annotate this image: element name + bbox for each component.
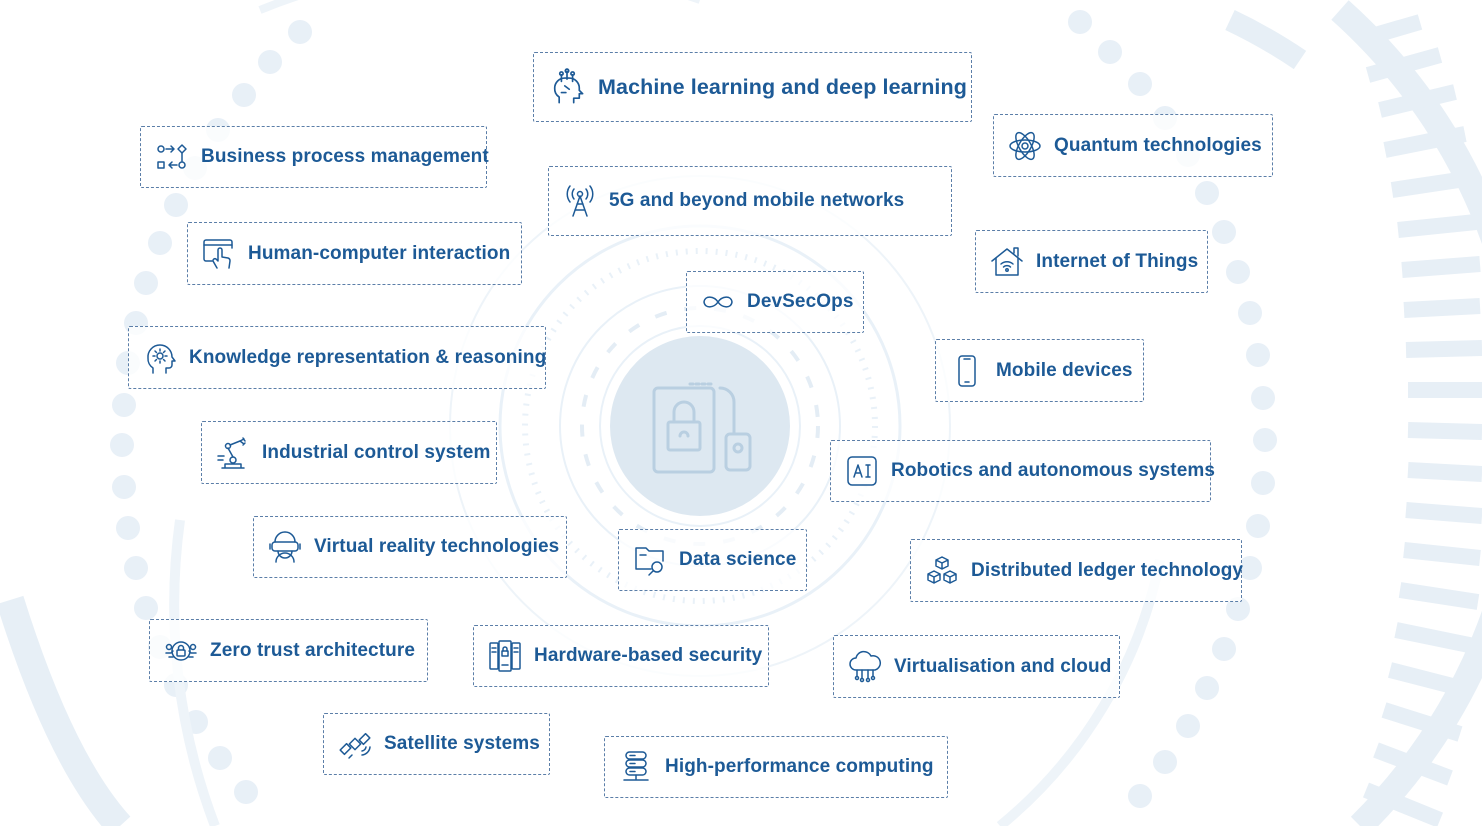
brain-circuit-icon <box>548 68 586 106</box>
topic-label: Quantum technologies <box>1054 134 1262 156</box>
topic-label: Business process management <box>201 146 489 167</box>
topic-virtualisation-cloud[interactable]: Virtualisation and cloud <box>833 635 1120 698</box>
topic-robotics[interactable]: Robotics and autonomous systems <box>830 440 1215 502</box>
topic-label: High-performance computing <box>665 756 934 777</box>
topic-industrial-control[interactable]: Industrial control system <box>201 421 497 484</box>
topic-satellite[interactable]: Satellite systems <box>323 713 550 775</box>
topic-label: Internet of Things <box>1036 250 1199 272</box>
topic-label: Virtualisation and cloud <box>894 655 1112 677</box>
vr-headset-icon <box>268 530 302 564</box>
topic-label: Virtual reality technologies <box>314 536 560 557</box>
topic-business-process[interactable]: Business process management <box>140 126 489 188</box>
topic-quantum[interactable]: Quantum technologies <box>993 114 1273 177</box>
antenna-tower-icon <box>563 184 597 218</box>
head-gear-icon <box>143 341 177 375</box>
ai-chip-icon <box>845 454 879 488</box>
atom-icon <box>1008 129 1042 163</box>
topic-label: Knowledge representation & reasoning <box>189 346 547 368</box>
topic-label: Human-computer interaction <box>248 242 511 264</box>
topic-label: Distributed ledger technology <box>971 559 1244 581</box>
satellite-icon <box>338 727 372 761</box>
topic-virtual-reality[interactable]: Virtual reality technologies <box>253 516 567 578</box>
topic-hci[interactable]: Human-computer interaction <box>187 222 522 285</box>
topic-label: Machine learning and deep learning <box>598 74 967 99</box>
topic-label: 5G and beyond mobile networks <box>609 190 905 211</box>
topic-zero-trust[interactable]: Zero trust architecture <box>149 619 428 682</box>
topic-distributed-ledger[interactable]: Distributed ledger technology <box>910 539 1244 602</box>
topic-label: Data science <box>679 549 797 570</box>
cloud-network-icon <box>848 650 882 684</box>
topic-high-performance-computing[interactable]: High-performance computing <box>604 736 948 798</box>
topic-knowledge-representation[interactable]: Knowledge representation & reasoning <box>128 326 546 389</box>
folder-magnifier-icon <box>633 543 667 577</box>
topic-label: Robotics and autonomous systems <box>891 460 1216 481</box>
smart-home-icon <box>990 245 1024 279</box>
topic-hardware-security[interactable]: Hardware-based security <box>473 625 769 687</box>
padlock-usb-key-icon <box>652 382 752 474</box>
topic-label: Satellite systems <box>384 733 540 754</box>
server-stack-icon <box>619 750 653 784</box>
hand-pointer-window-icon <box>202 237 236 271</box>
topic-label: Zero trust architecture <box>210 639 416 661</box>
topic-label: Industrial control system <box>262 441 491 463</box>
secure-server-icon <box>488 639 522 673</box>
topic-machine-learning[interactable]: Machine learning and deep learning <box>533 52 972 122</box>
topic-iot[interactable]: Internet of Things <box>975 230 1208 293</box>
lock-gears-icon <box>164 634 198 668</box>
topic-label: Hardware-based security <box>534 645 763 666</box>
topic-label: DevSecOps <box>747 291 854 312</box>
topic-5g[interactable]: 5G and beyond mobile networks <box>548 166 952 236</box>
blocks-icon <box>925 554 959 588</box>
infinity-loop-icon <box>701 285 735 319</box>
topic-data-science[interactable]: Data science <box>618 529 807 591</box>
topic-label: Mobile devices <box>996 359 1133 381</box>
topic-devsecops[interactable]: DevSecOps <box>686 271 864 333</box>
process-flow-icon <box>155 140 189 174</box>
smartphone-icon <box>950 354 984 388</box>
robot-arm-icon <box>216 436 250 470</box>
topic-mobile-devices[interactable]: Mobile devices <box>935 339 1144 402</box>
